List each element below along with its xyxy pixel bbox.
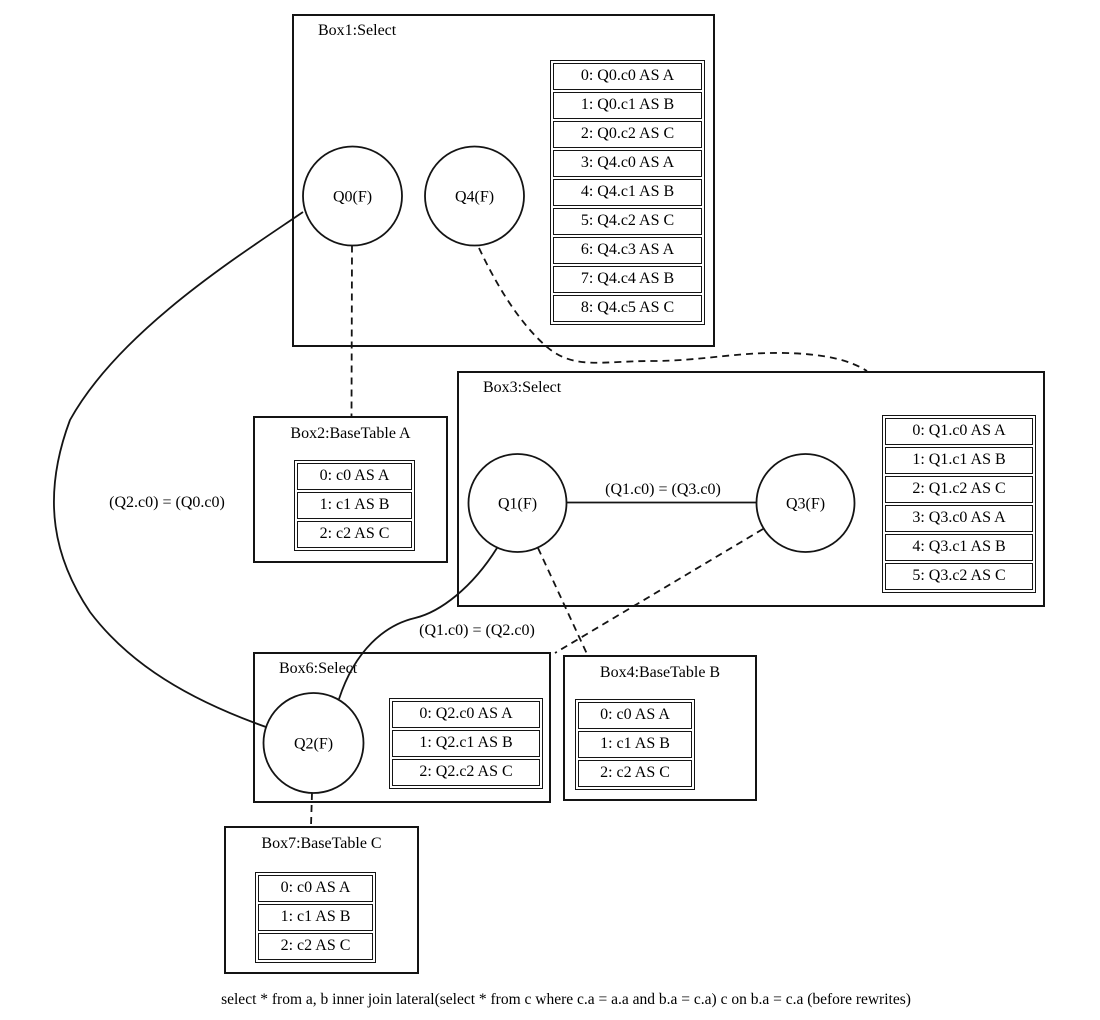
box4-basetable-b: Box4:BaseTable B 0: c0 AS A 1: c1 AS B 2… [563,655,757,801]
box7-columns-table: 0: c0 AS A 1: c1 AS B 2: c2 AS C [255,872,376,963]
column-row: 6: Q4.c3 AS A [553,237,702,264]
column-row: 2: c2 AS C [578,760,692,787]
column-row: 2: Q2.c2 AS C [392,759,540,786]
column-row: 0: c0 AS A [578,702,692,729]
column-row: 3: Q3.c0 AS A [885,505,1033,532]
column-row: 0: Q2.c0 AS A [392,701,540,728]
column-row: 4: Q3.c1 AS B [885,534,1033,561]
column-row: 1: c1 AS B [578,731,692,758]
column-row: 1: Q1.c1 AS B [885,447,1033,474]
column-row: 1: c1 AS B [258,904,373,931]
column-row: 3: Q4.c0 AS A [553,150,702,177]
column-row: 0: Q1.c0 AS A [885,418,1033,445]
box3-columns-table: 0: Q1.c0 AS A 1: Q1.c1 AS B 2: Q1.c2 AS … [882,415,1036,593]
edge-label-q2-q0: (Q2.c0) = (Q0.c0) [109,494,225,511]
column-row: 5: Q3.c2 AS C [885,563,1033,590]
box4-columns-table: 0: c0 AS A 1: c1 AS B 2: c2 AS C [575,699,695,790]
box4-title: Box4:BaseTable B [599,664,721,681]
column-row: 1: Q0.c1 AS B [553,92,702,119]
box6-columns-table: 0: Q2.c0 AS A 1: Q2.c1 AS B 2: Q2.c2 AS … [389,698,543,789]
box3-title: Box3:Select [483,379,562,396]
column-row: 1: c1 AS B [297,492,412,519]
box3-select: Box3:Select 0: Q1.c0 AS A 1: Q1.c1 AS B … [457,371,1045,607]
box7-title: Box7:BaseTable C [261,835,382,852]
query-caption: select * from a, b inner join lateral(se… [221,991,911,1008]
column-row: 0: Q0.c0 AS A [553,63,702,90]
column-row: 2: c2 AS C [297,521,412,548]
column-row: 0: c0 AS A [297,463,412,490]
box1-select: Box1:Select 0: Q0.c0 AS A 1: Q0.c1 AS B … [292,14,715,347]
edge-label-q1-q3: (Q1.c0) = (Q3.c0) [605,481,721,498]
column-row: 8: Q4.c5 AS C [553,295,702,322]
column-row: 0: c0 AS A [258,875,373,902]
box1-columns-table: 0: Q0.c0 AS A 1: Q0.c1 AS B 2: Q0.c2 AS … [550,60,705,325]
column-row: 1: Q2.c1 AS B [392,730,540,757]
column-row: 2: Q1.c2 AS C [885,476,1033,503]
box6-title: Box6:Select [279,660,358,677]
box2-title: Box2:BaseTable A [290,425,411,442]
box2-columns-table: 0: c0 AS A 1: c1 AS B 2: c2 AS C [294,460,415,551]
edge-label-q1-q2: (Q1.c0) = (Q2.c0) [419,622,535,639]
box1-title: Box1:Select [318,22,397,39]
box6-select: Box6:Select 0: Q2.c0 AS A 1: Q2.c1 AS B … [253,652,551,803]
column-row: 2: Q0.c2 AS C [553,121,702,148]
column-row: 5: Q4.c2 AS C [553,208,702,235]
box7-basetable-c: Box7:BaseTable C 0: c0 AS A 1: c1 AS B 2… [224,826,419,974]
box2-basetable-a: Box2:BaseTable A 0: c0 AS A 1: c1 AS B 2… [253,416,448,563]
column-row: 7: Q4.c4 AS B [553,266,702,293]
column-row: 4: Q4.c1 AS B [553,179,702,206]
column-row: 2: c2 AS C [258,933,373,960]
